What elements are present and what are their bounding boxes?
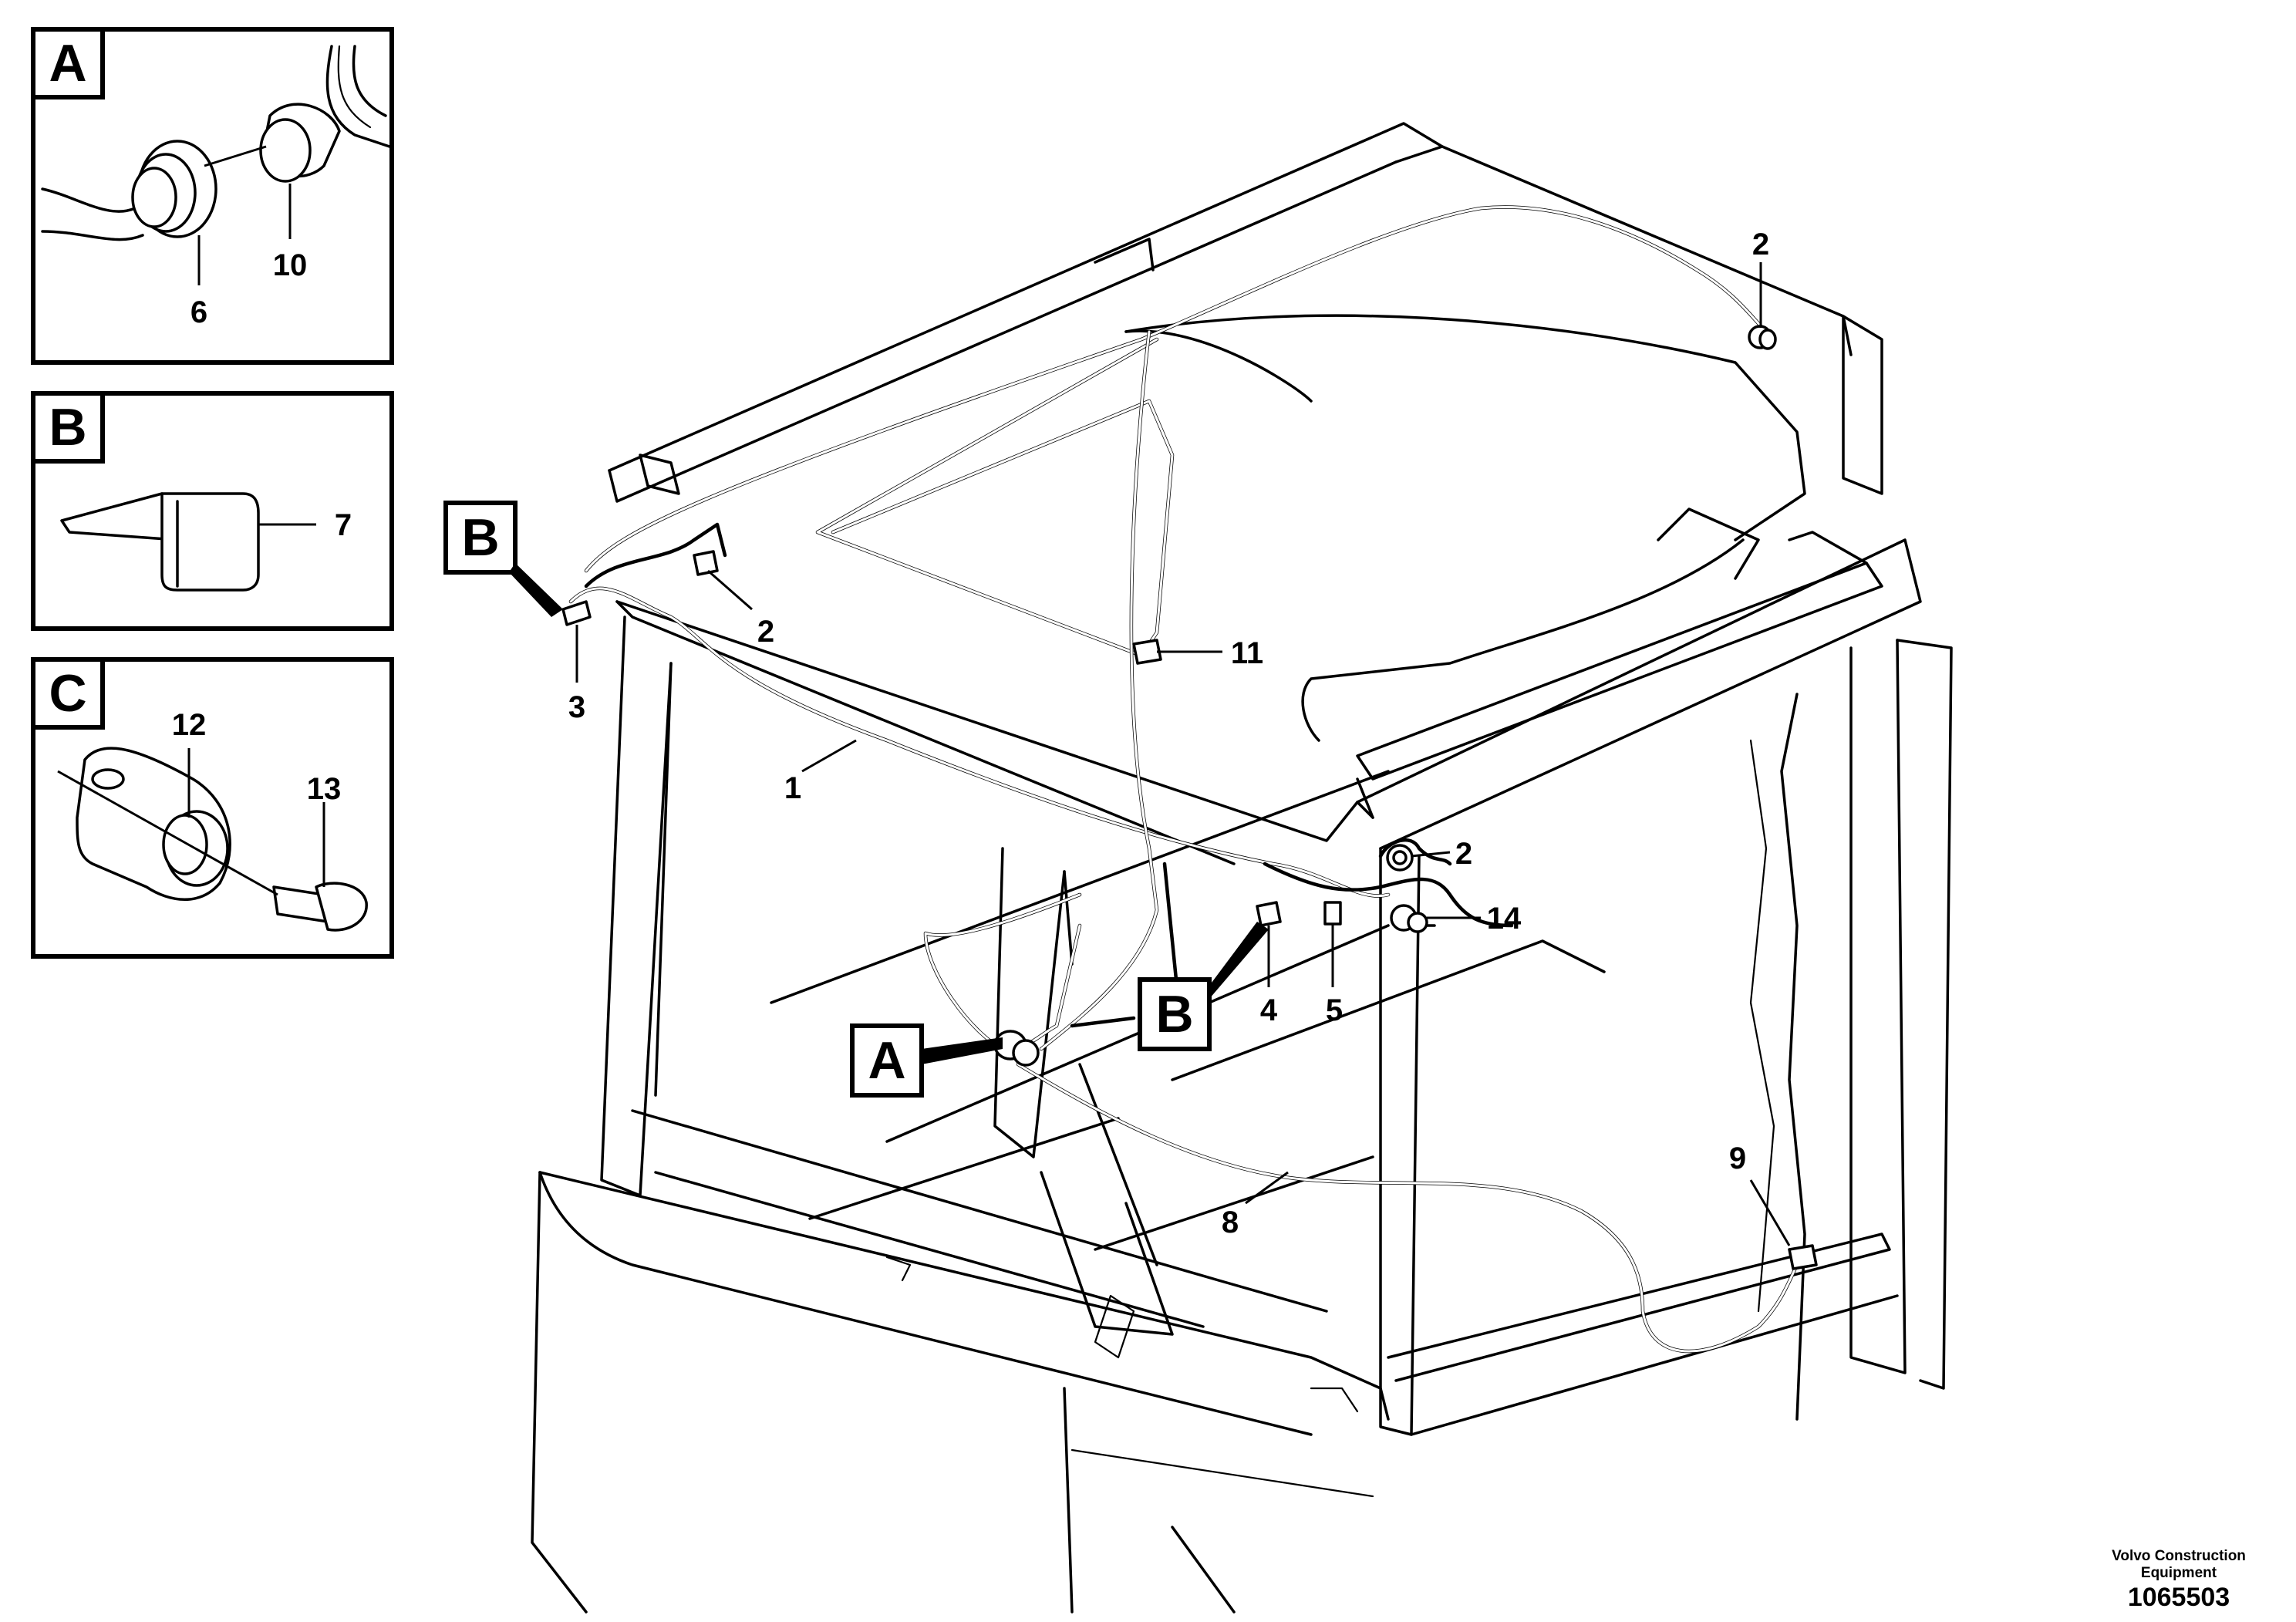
clip-2-left <box>693 550 719 576</box>
view-tag-letter: B <box>1155 985 1193 1044</box>
connector-11 <box>1132 639 1162 665</box>
view-tag-letter: B <box>461 508 499 567</box>
callout-11: 11 <box>1231 636 1263 670</box>
view-tag-a: A <box>850 1023 1003 1098</box>
callout-8: 8 <box>1222 1206 1239 1239</box>
inset-a-letter: A <box>49 34 86 93</box>
view-tag-b-left: B <box>443 501 563 617</box>
callout-4: 4 <box>1260 993 1278 1027</box>
callout-12: 12 <box>172 708 207 742</box>
company-label: Volvo Construction Equipment <box>2112 1548 2246 1581</box>
callout-2-top: 2 <box>1752 228 1769 261</box>
grommet-a <box>993 1030 1040 1067</box>
callout-9: 9 <box>1729 1141 1746 1175</box>
inset-b: B 7 <box>31 391 394 631</box>
view-tag-b-center: B <box>1138 922 1269 1051</box>
inset-a: A 6 10 <box>31 27 394 365</box>
callout-numbers: 2 2 3 11 1 2 14 4 5 8 9 <box>568 228 1769 1239</box>
callout-7: 7 <box>335 508 352 542</box>
connector-5 <box>1323 901 1342 926</box>
callout-leaders <box>575 262 1791 1246</box>
inset-c: C 12 13 <box>31 657 394 959</box>
callout-2-right: 2 <box>1455 837 1472 871</box>
inset-b-letter: B <box>49 398 86 457</box>
callout-1: 1 <box>784 771 801 805</box>
callout-5: 5 <box>1326 993 1343 1027</box>
drawing-number: 1065503 <box>2127 1583 2230 1612</box>
connector-3 <box>561 600 592 626</box>
view-tag-letter: A <box>868 1031 905 1090</box>
callout-2-left: 2 <box>757 615 774 649</box>
harness-wires <box>568 205 1799 1354</box>
callout-14: 14 <box>1487 902 1522 936</box>
grommet-2-top <box>1748 325 1777 350</box>
callout-6: 6 <box>190 295 207 329</box>
callout-3: 3 <box>568 690 585 724</box>
connector-4 <box>1256 901 1282 927</box>
connector-9 <box>1788 1244 1818 1270</box>
grommet-14 <box>1390 904 1428 933</box>
cab-frame <box>531 122 1953 1614</box>
callout-13: 13 <box>307 772 342 806</box>
inset-c-letter: C <box>49 664 86 723</box>
connectors <box>561 325 1818 1270</box>
grommet-2-right <box>1386 844 1414 872</box>
callout-10: 10 <box>273 248 308 282</box>
